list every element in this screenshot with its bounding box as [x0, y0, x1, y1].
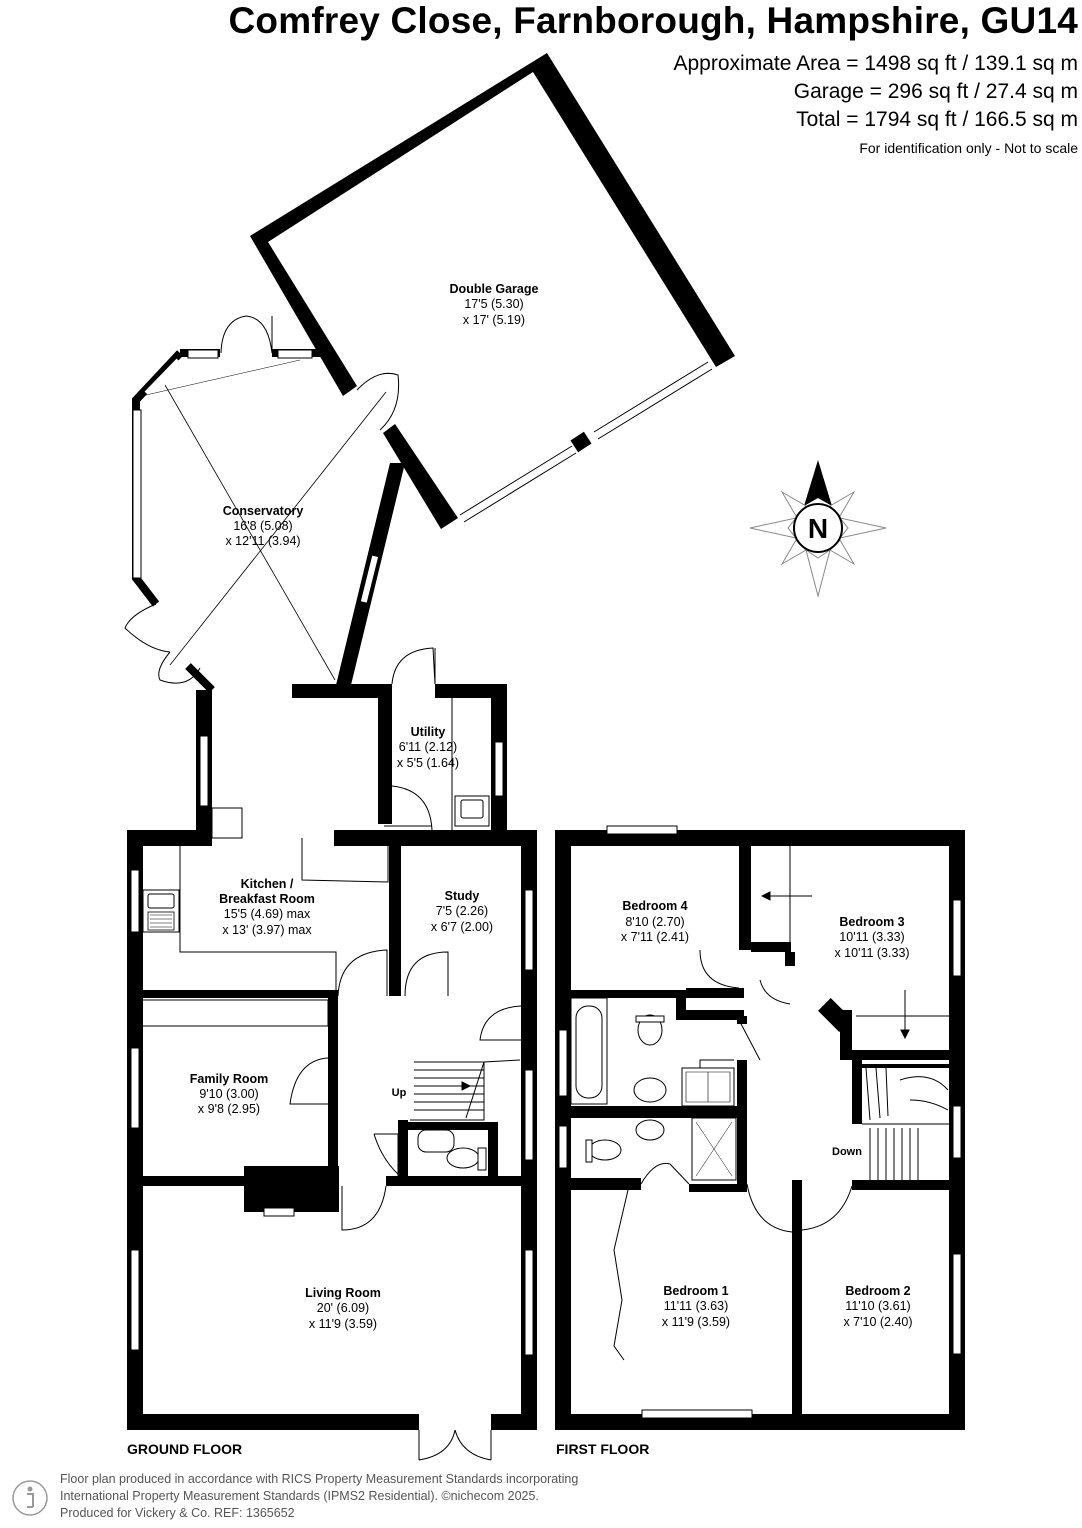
footer-line-2: International Property Measurement Stand… [60, 1489, 539, 1503]
study-dim1: 7'5 (2.26) [436, 904, 488, 918]
ground-floor-details [130, 647, 534, 1461]
footer-line-1: Floor plan produced in accordance with R… [60, 1472, 579, 1486]
kitchen-name-line1: Kitchen / [241, 877, 294, 891]
kitchen-name-line2: Breakfast Room [219, 892, 315, 906]
first-floor-details [558, 825, 962, 1419]
first-floor-label: FIRST FLOOR [556, 1441, 650, 1457]
conservatory-dim2: x 12'11 (3.94) [225, 534, 300, 548]
study-name: Study [445, 889, 480, 903]
garage-walls [250, 53, 735, 529]
family-room-name: Family Room [190, 1072, 269, 1086]
utility-dim1: 6'11 (2.12) [399, 740, 457, 754]
utility-name: Utility [411, 725, 446, 739]
scale-disclaimer: For identification only - Not to scale [859, 140, 1078, 156]
stairs-up-label: Up [392, 1087, 407, 1099]
corridor-wall [336, 463, 405, 685]
conservatory-dim1: 16'8 (5.08) [233, 519, 292, 533]
bedroom4-name: Bedroom 4 [622, 899, 687, 913]
bedroom2-name: Bedroom 2 [845, 1284, 910, 1298]
living-room-dim1: 20' (6.09) [317, 1301, 369, 1315]
garage-area: Garage = 296 sq ft / 27.4 sq m [793, 80, 1078, 103]
bedroom3-name: Bedroom 3 [839, 915, 904, 929]
kitchen-dim2: x 13' (3.97) max [222, 923, 312, 937]
bedroom2-dim1: 11'10 (3.61) [845, 1299, 910, 1313]
study-dim2: x 6'7 (2.00) [431, 920, 493, 934]
bedroom4-dim2: x 7'11 (2.41) [621, 930, 689, 944]
bedroom4-dim1: 8'10 (2.70) [625, 915, 684, 929]
approximate-area: Approximate Area = 1498 sq ft / 139.1 sq… [673, 52, 1079, 75]
living-room-dim2: x 11'9 (3.59) [309, 1317, 377, 1331]
footer-line-3: Produced for Vickery & Co. REF: 1365652 [60, 1506, 295, 1520]
bedroom2-dim2: x 7'10 (2.40) [843, 1315, 912, 1329]
bedroom3-dim2: x 10'11 (3.33) [834, 946, 909, 960]
garage-dim1: 17'5 (5.30) [464, 297, 523, 311]
conservatory-walls [124, 315, 387, 693]
north-compass-icon: N [749, 460, 887, 598]
bedroom1-dim1: 11'11 (3.63) [664, 1299, 728, 1313]
garage-name: Double Garage [450, 282, 539, 296]
compass-north-label: N [808, 513, 828, 544]
bedroom3-dim1: 10'11 (3.33) [839, 930, 904, 944]
kitchen-dim1: 15'5 (4.69) max [224, 907, 311, 921]
stairs-down-label: Down [832, 1146, 862, 1158]
bedroom1-name: Bedroom 1 [663, 1284, 728, 1298]
info-icon [12, 1480, 48, 1516]
property-title: Comfrey Close, Farnborough, Hampshire, G… [228, 0, 1078, 41]
conservatory-name: Conservatory [223, 504, 304, 518]
family-room-dim2: x 9'8 (2.95) [198, 1102, 260, 1116]
total-area: Total = 1794 sq ft / 166.5 sq m [796, 108, 1078, 131]
utility-dim2: x 5'5 (1.64) [397, 756, 459, 770]
living-room-name: Living Room [305, 1286, 381, 1300]
bedroom1-dim2: x 11'9 (3.59) [662, 1315, 730, 1329]
ground-floor-label: GROUND FLOOR [127, 1441, 243, 1457]
garage-dim2: x 17' (5.19) [463, 313, 525, 327]
family-room-dim1: 9'10 (3.00) [199, 1087, 258, 1101]
